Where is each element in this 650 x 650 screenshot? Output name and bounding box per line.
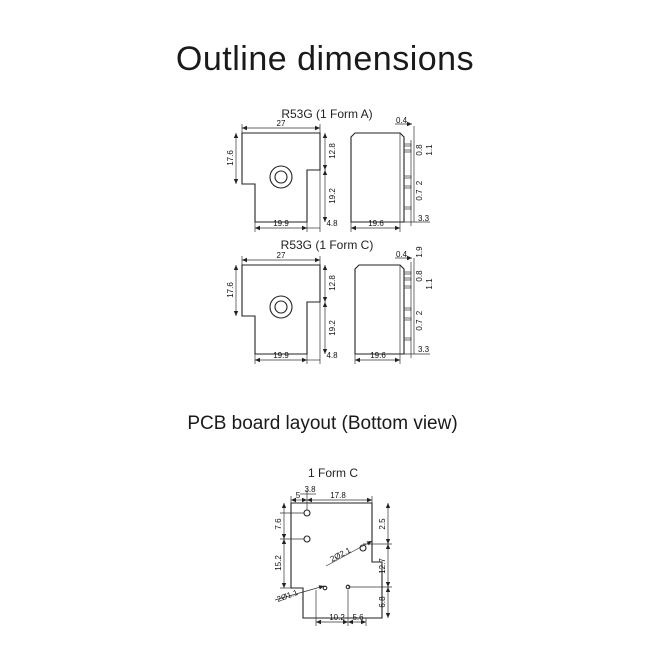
pcb-dim-2-5: 2.5: [378, 518, 387, 530]
outline-form-c: R53G (1 Form C) 27 17.6 12.8 19.2 19.9 4…: [226, 238, 434, 364]
form-a-dim-height: 17.6: [226, 150, 235, 166]
form-c-label: R53G (1 Form C): [281, 238, 374, 252]
form-a-dim-bottom-left: 19.9: [273, 219, 289, 228]
form-a-dim-top-right: 12.8: [328, 143, 337, 159]
form-c-dim-pin-length: 3.3: [418, 345, 430, 354]
pcb-hole-3: [359, 544, 367, 552]
form-a-dim-pin-length: 3.3: [418, 214, 430, 223]
form-c-dim-bottom-right: 4.8: [326, 351, 338, 360]
pcb-form-c-label: 1 Form C: [308, 466, 358, 480]
pcb-dim-10-2: 10.2: [329, 613, 345, 622]
form-c-side-body: [354, 264, 405, 355]
form-c-dim-side-offset: 0.4: [396, 250, 408, 259]
pcb-dim-17-8: 17.8: [330, 491, 346, 500]
form-c-dim-width: 27: [277, 251, 286, 260]
form-c-dim-pin-width: 0.7: [415, 319, 424, 331]
form-a-dim-pin-top: 0.8: [415, 144, 424, 156]
form-c-dim-bottom-left: 19.9: [273, 351, 289, 360]
form-a-dim-side-width: 19.6: [368, 219, 384, 228]
pcb-dim-3-8: 3.8: [304, 485, 316, 494]
form-c-dim-pin-extra: 1.9: [415, 246, 424, 258]
form-a-mount-circle-inner: [274, 170, 288, 184]
form-c-side-pins: [403, 271, 412, 341]
form-c-mount-circle-inner: [274, 300, 288, 314]
form-c-mount-circle-outer: [269, 295, 293, 319]
form-a-dim-mid-right: 19.2: [328, 188, 337, 204]
form-a-dim-side-offset: 0.4: [396, 116, 408, 125]
pcb-dim-5-6: 5.6: [352, 613, 364, 622]
form-c-dim-pin-pitch: 2: [415, 310, 424, 315]
pcb-hole-4: [322, 585, 328, 591]
pcb-outline: [290, 502, 383, 619]
pcb-hole-1: [303, 509, 311, 517]
form-a-dim-bottom-right: 4.8: [326, 219, 338, 228]
form-c-dim-side-width: 19.6: [370, 351, 386, 360]
form-a-label: R53G (1 Form A): [281, 107, 372, 121]
form-a-side-pins: [403, 143, 412, 210]
form-a-front-body: [241, 132, 321, 223]
form-a-mount-circle-outer: [269, 165, 293, 189]
form-a-dim-pin-gap: 1.1: [425, 144, 434, 156]
outline-form-a: R53G (1 Form A) 27 17.6 12.8 19.2 19.9 4…: [226, 107, 434, 232]
pcb-layout-drawing: 1 Form C 5 3.8 17.8 7.6 15.2 2.5 12.7: [274, 466, 392, 626]
pcb-hole-large-callout: 2Ø2.1: [329, 545, 353, 563]
form-c-dim-top-right: 12.8: [328, 275, 337, 291]
form-c-dim-height: 17.6: [226, 282, 235, 298]
form-a-dim-pin-width: 0.7: [415, 189, 424, 201]
pcb-hole-2: [303, 535, 311, 543]
pcb-dim-15-2: 15.2: [274, 555, 283, 571]
pcb-dim-7-6: 7.6: [274, 518, 283, 530]
pcb-dim-12-7: 12.7: [378, 558, 387, 574]
pcb-dim-5: 5: [296, 491, 301, 500]
form-c-dim-pin-gap: 1.1: [425, 278, 434, 290]
form-a-dim-pin-pitch: 2: [415, 180, 424, 185]
pcb-dim-6-8: 6.8: [378, 596, 387, 608]
form-c-dim-pin-top: 0.8: [415, 270, 424, 282]
form-a-dim-width: 27: [277, 119, 286, 128]
form-c-dim-mid-right: 19.2: [328, 320, 337, 336]
pcb-hole-small-callout: 2Ø1.1: [276, 588, 300, 604]
form-a-side-body: [350, 132, 405, 223]
outline-dimensions-heading: Outline dimensions: [175, 40, 475, 78]
form-c-front-body: [241, 264, 321, 355]
pcb-layout-heading: PCB board layout (Bottom view): [187, 413, 458, 434]
